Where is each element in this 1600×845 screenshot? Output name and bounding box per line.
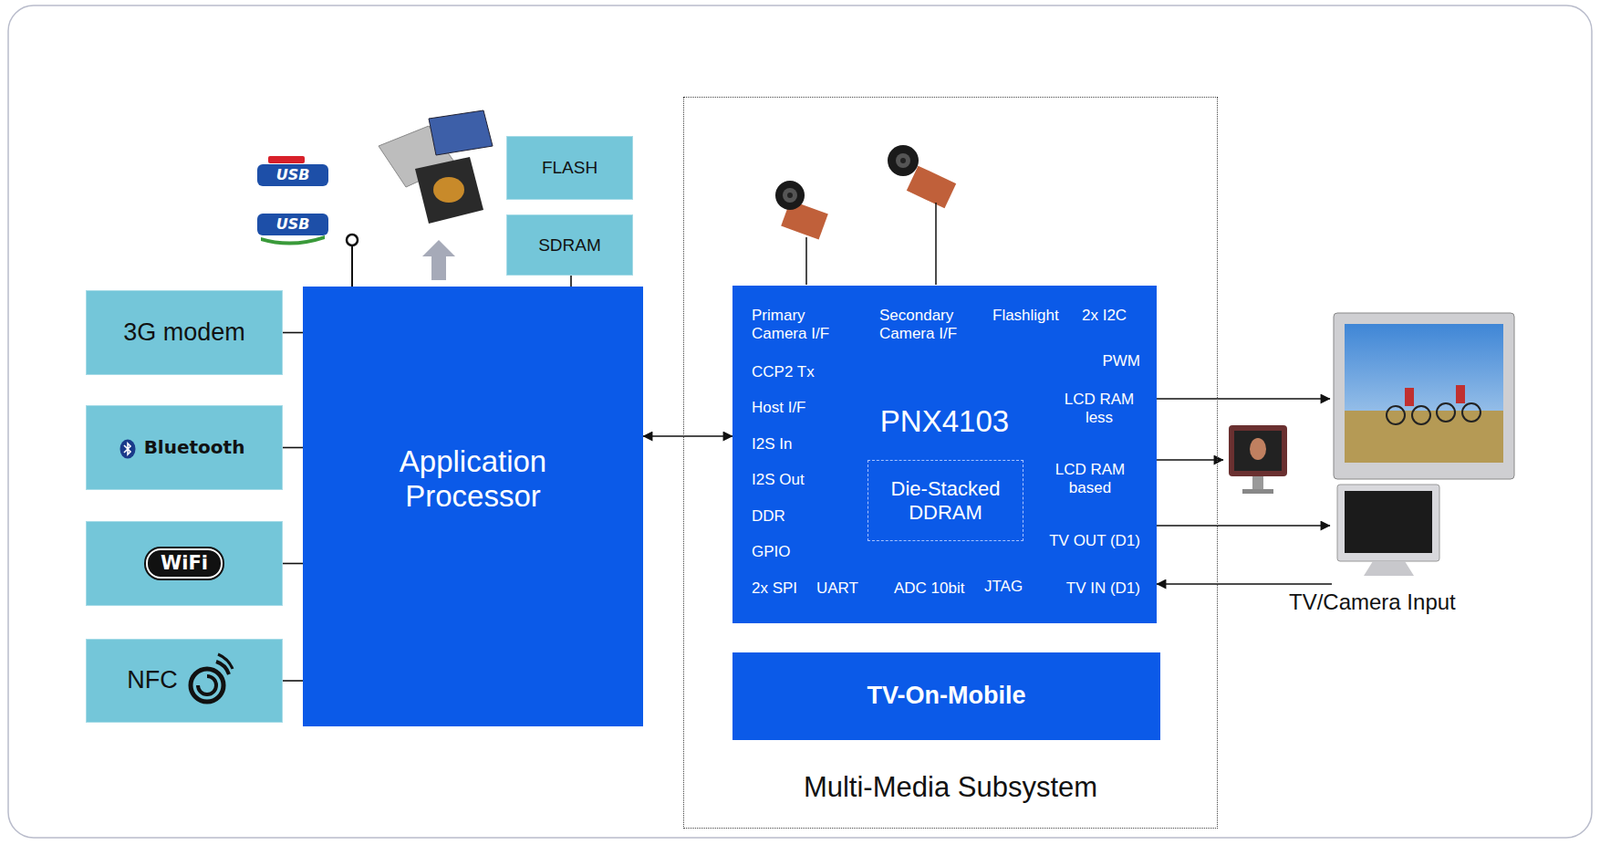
camera-lens (895, 153, 911, 168)
signal-name: TV IN (D1) (1066, 579, 1141, 598)
nfc-symbol (185, 652, 235, 709)
memory-box: FLASH (506, 135, 634, 200)
node-text: TV-On-Mobile (867, 681, 1027, 710)
wifi-box: WiFi (85, 520, 283, 606)
input-arrow (1156, 582, 1332, 585)
usb-swoosh (260, 235, 325, 246)
usb-logo (257, 164, 329, 187)
tv-set (1337, 484, 1440, 562)
up-arrow (422, 239, 456, 281)
modem-box: 3G modem (85, 290, 283, 375)
output-arrow (1155, 524, 1330, 527)
node-text: Bluetooth (144, 436, 246, 458)
processor-box: Application Processor (302, 286, 644, 727)
signal-name: Secondary Camera I/F (879, 306, 976, 343)
nfc-box: NFC (85, 638, 283, 723)
lcd-screen (1344, 323, 1504, 463)
camera-lens (787, 192, 793, 198)
usb-logo (257, 213, 329, 236)
connector (643, 435, 733, 437)
subsystem-region: Multi-Media Subsystem PNX4103Die-Stacked … (683, 96, 1218, 829)
bluetooth-symbol (119, 438, 136, 459)
memory-card (428, 110, 493, 156)
connector (282, 332, 303, 334)
cyclist (1455, 384, 1465, 404)
signal-name: I2S In (751, 435, 792, 454)
tv-stand (1363, 561, 1414, 576)
signal-name: Host I/F (751, 398, 807, 417)
signal-name: LCD RAM based (1039, 460, 1141, 497)
node-text: Multi-Media Subsystem (803, 770, 1098, 804)
memory-card-disc (433, 176, 465, 203)
small-display-face (1249, 437, 1267, 460)
output-arrow (1155, 458, 1224, 461)
logo-text: USB (257, 214, 329, 235)
connector (282, 446, 303, 449)
signal-name: 2x SPI (751, 579, 798, 598)
cyclist (1412, 405, 1431, 425)
cyclist (1462, 403, 1481, 422)
node-text: NFC (126, 665, 178, 695)
small-display-screen (1234, 430, 1282, 471)
camera-lens (900, 157, 906, 164)
node-text: Application Processor (377, 444, 570, 514)
output-arrow (1155, 397, 1330, 400)
signal-name: Flashlight (992, 306, 1060, 325)
lcd-screen-ground (1344, 410, 1504, 463)
memory-box: SDRAM (506, 214, 634, 276)
camera-lens (782, 187, 798, 203)
node-text: PNX4103 (880, 404, 1009, 439)
small-display-stand (1242, 488, 1274, 494)
node-text: SDRAM (538, 235, 602, 256)
connector (570, 275, 572, 287)
cyclist (1404, 387, 1414, 406)
signal-name: GPIO (751, 542, 791, 562)
outer-frame (8, 5, 1592, 838)
node-text: 3G modem (123, 318, 246, 347)
signal-name: JTAG (984, 577, 1023, 596)
node-text: Die-Stacked DDRAM (877, 477, 1015, 524)
input-label: TV/Camera Input (1288, 589, 1456, 615)
signal-name: 2x I2C (1081, 306, 1127, 325)
lcd-panel (1333, 312, 1515, 479)
node-text: FLASH (541, 157, 598, 178)
connector (282, 679, 303, 682)
signal-name: LCD RAM less (1058, 390, 1141, 426)
camera-flex (906, 166, 956, 209)
camera-wire (935, 202, 937, 285)
cyclist (1436, 403, 1455, 422)
signal-name: TV OUT (D1) (1049, 531, 1141, 551)
antenna-wire (351, 246, 354, 287)
memory-card (415, 156, 484, 224)
cyclist (1386, 405, 1405, 425)
antenna-symbol (346, 234, 358, 246)
memory-die-box: Die-Stacked DDRAM (867, 459, 1024, 541)
small-display-stand (1252, 476, 1264, 489)
signal-name: ADC 10bit (893, 579, 965, 598)
small-display (1228, 425, 1288, 477)
camera-lens (775, 180, 805, 210)
signal-name: PWM (1101, 352, 1141, 371)
node-text: WiFi (145, 548, 223, 578)
usb-badge (268, 155, 305, 164)
connector (282, 562, 303, 565)
signal-name: DDR (751, 507, 786, 526)
tv-module-box: TV-On-Mobile (732, 652, 1161, 740)
tv-screen (1344, 490, 1433, 553)
signal-name: CCP2 Tx (751, 363, 815, 382)
camera-lens (887, 145, 919, 177)
signal-name: UART (816, 579, 859, 598)
bluetooth-box: Bluetooth (85, 405, 283, 490)
camera-wire (805, 237, 808, 285)
signal-name: Primary Camera I/F (751, 306, 843, 343)
logo-text: USB (257, 165, 329, 186)
signal-name: I2S Out (751, 470, 805, 489)
